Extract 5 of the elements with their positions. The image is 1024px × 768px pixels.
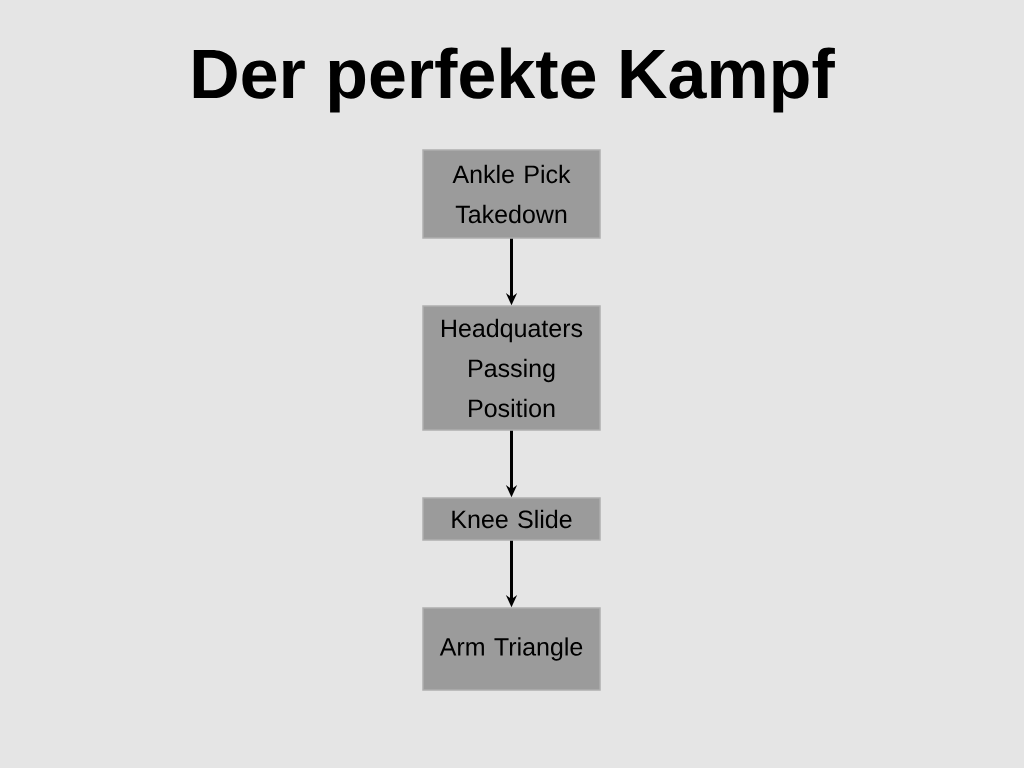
process-box: Arm Triangle [422, 607, 601, 691]
process-box: Ankle Pick Takedown [422, 149, 601, 239]
process-box: Knee Slide [422, 497, 601, 541]
process-box: Headquaters Passing Position [422, 305, 601, 431]
title: Der perfekte Kampf [193, 47, 835, 113]
